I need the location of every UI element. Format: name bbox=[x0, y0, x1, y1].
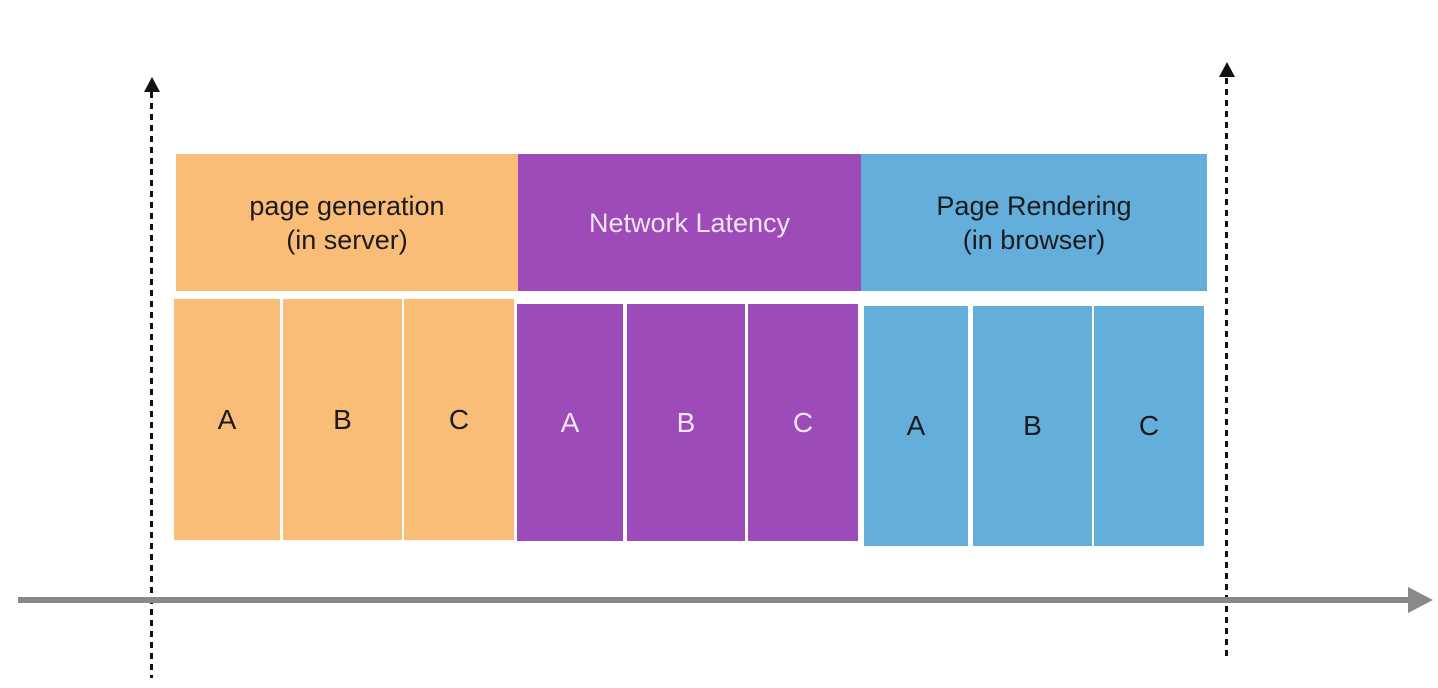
phase-header-network-latency: Network Latency bbox=[518, 154, 861, 291]
task-block-page-generation-a: A bbox=[174, 299, 280, 540]
phase-title-line2: (in browser) bbox=[962, 224, 1106, 255]
phase-title-line1: page generation bbox=[249, 190, 445, 221]
task-label: B bbox=[676, 406, 696, 438]
task-block-page-rendering-b: B bbox=[973, 306, 1092, 546]
up-arrowhead-icon bbox=[1219, 62, 1235, 77]
left-dashed-marker-line bbox=[150, 92, 153, 678]
task-label: A bbox=[906, 410, 926, 441]
time-axis-line bbox=[18, 597, 1410, 603]
task-block-network-latency-a: A bbox=[517, 304, 623, 541]
task-label: A bbox=[217, 403, 237, 435]
phase-title-line1: Network Latency bbox=[588, 207, 791, 238]
task-label: B bbox=[333, 403, 352, 435]
task-block-page-rendering-a: A bbox=[864, 306, 968, 546]
task-block-network-latency-c: C bbox=[748, 304, 858, 541]
up-arrowhead-icon bbox=[144, 77, 160, 92]
task-label: C bbox=[1138, 410, 1160, 441]
task-block-page-generation-c: C bbox=[404, 299, 514, 540]
phase-title-line1: Page Rendering bbox=[936, 190, 1132, 221]
task-label: A bbox=[560, 406, 580, 438]
phase-title-line2: (in server) bbox=[286, 224, 408, 255]
task-block-network-latency-b: B bbox=[627, 304, 745, 541]
task-label: B bbox=[1023, 410, 1042, 441]
task-label: C bbox=[448, 403, 470, 435]
phase-header-page-rendering: Page Rendering (in browser) bbox=[861, 154, 1207, 291]
phase-header-page-generation: page generation (in server) bbox=[176, 154, 518, 291]
right-dashed-marker-line bbox=[1225, 78, 1228, 657]
task-label: C bbox=[792, 406, 814, 438]
task-block-page-generation-b: B bbox=[283, 299, 402, 540]
right-arrowhead-icon bbox=[1408, 587, 1433, 613]
task-block-page-rendering-c: C bbox=[1094, 306, 1204, 546]
